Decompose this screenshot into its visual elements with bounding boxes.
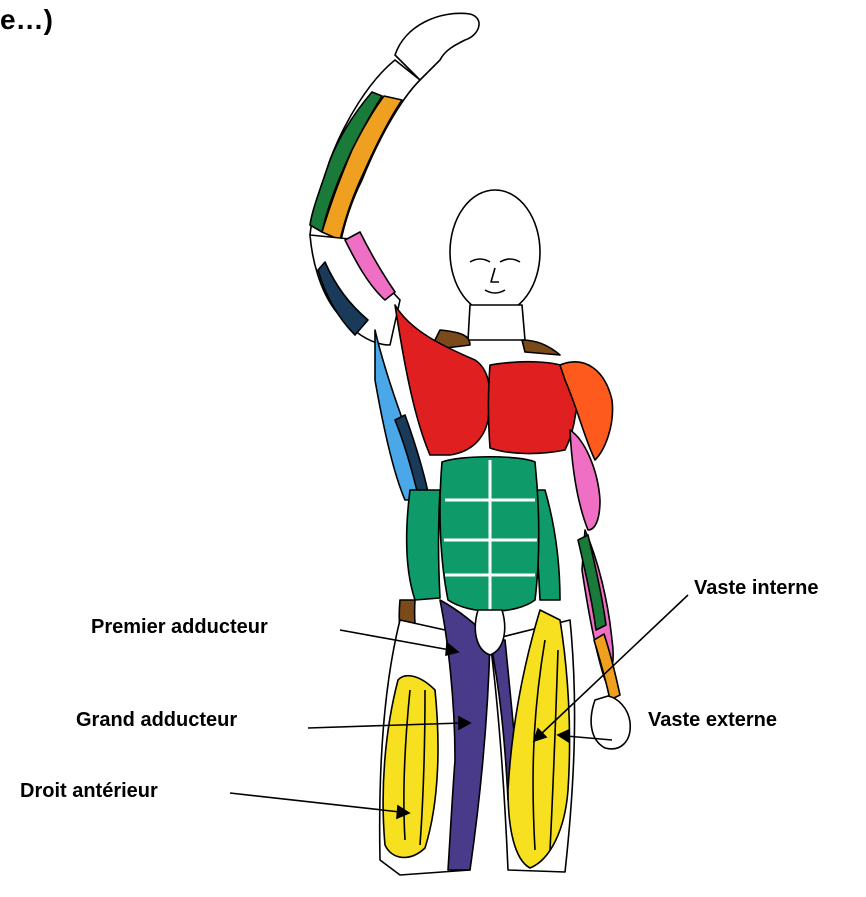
label-vaste-externe: Vaste externe [648,709,777,732]
label-vaste-interne: Vaste interne [694,577,819,600]
label-droit-anterieur: Droit antérieur [20,780,158,803]
label-grand-adducteur: Grand adducteur [76,709,237,732]
oblique-left [407,490,440,600]
forearm-right-orange [594,634,620,700]
label-premier-adducteur: Premier adducteur [91,616,268,639]
pointer-droit-anterieur [230,793,400,812]
head [450,190,540,314]
neck [468,305,525,340]
hand-down [591,696,630,749]
